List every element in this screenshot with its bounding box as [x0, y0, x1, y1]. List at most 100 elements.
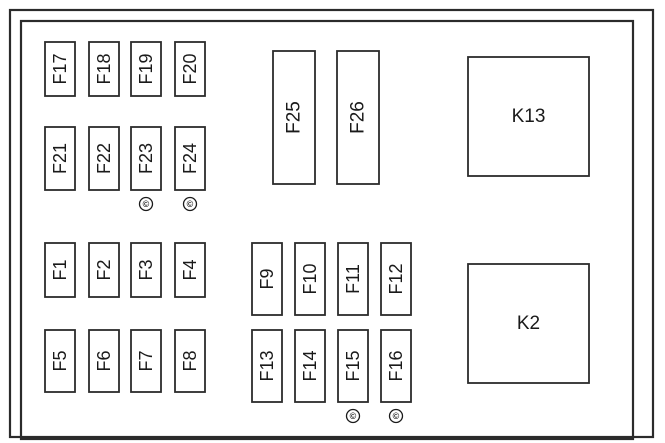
fuse-outline: [88, 329, 120, 393]
fuse-label: F16: [386, 350, 406, 381]
fuse-outline: [88, 126, 120, 191]
fuse-label: F2: [94, 259, 114, 280]
fuse-outline: [130, 126, 162, 191]
fuse-f17: F17: [44, 41, 76, 97]
fuse-label: F14: [300, 350, 320, 381]
fuse-outline: [336, 50, 380, 185]
marker-symbol: ©: [143, 199, 150, 209]
fuse-f16: F16 ©: [380, 329, 412, 424]
fuse-outline: [337, 242, 369, 316]
fuse-label: F1: [50, 259, 70, 280]
relay-label: K13: [512, 106, 546, 127]
fuse-label: F5: [50, 350, 70, 371]
marker-ring: [182, 196, 198, 212]
copyright-marker: ©: [138, 196, 154, 212]
fuse-f4: F4: [174, 242, 206, 298]
relay-outline: [467, 263, 590, 384]
fuse-f7: F7: [130, 329, 162, 393]
marker-symbol: ©: [187, 199, 194, 209]
fuse-outline: [380, 242, 412, 316]
fuse-f25: F25: [272, 50, 316, 185]
fuse-outline: [251, 242, 283, 316]
marker-ring: [138, 196, 154, 212]
fuse-outline: [174, 242, 206, 298]
relay-outline: [467, 56, 590, 177]
fuse-outline: [251, 329, 283, 403]
fuse-outline: [294, 242, 326, 316]
fuse-outline: [272, 50, 316, 185]
fuse-f3: F3: [130, 242, 162, 298]
marker-ring: [388, 408, 404, 424]
marker-symbol: ©: [350, 411, 357, 421]
fuse-f24: F24 ©: [174, 126, 206, 212]
fuse-label: F25: [284, 101, 305, 134]
fuse-f22: F22: [88, 126, 120, 191]
marker-symbol: ©: [393, 411, 400, 421]
fuse-outline: [88, 242, 120, 298]
fuse-outline: [380, 329, 412, 403]
relay-k2: K2: [467, 263, 590, 384]
fuse-outline: [88, 41, 120, 97]
fuse-f6: F6: [88, 329, 120, 393]
fuse-label: F7: [136, 350, 156, 371]
fuse-outline: [44, 41, 76, 97]
fuse-outline: [130, 242, 162, 298]
fuse-f14: F14: [294, 329, 326, 403]
fuse-box-outer-frame: [8, 8, 655, 439]
fuse-outline: [44, 126, 76, 191]
fuse-label: F13: [257, 350, 277, 381]
fuse-label: F19: [136, 53, 156, 84]
fuse-f13: F13: [251, 329, 283, 403]
fuse-label: F26: [348, 101, 369, 134]
fuse-f5: F5: [44, 329, 76, 393]
fuse-outline: [174, 41, 206, 97]
copyright-marker: ©: [345, 408, 361, 424]
fuse-f20: F20: [174, 41, 206, 97]
fuse-f10: F10: [294, 242, 326, 316]
fuse-label: F17: [50, 53, 70, 84]
fuse-outline: [44, 329, 76, 393]
fuse-f18: F18: [88, 41, 120, 97]
fuse-label: F20: [180, 53, 200, 84]
fuse-f9: F9: [251, 242, 283, 316]
fuse-label: F22: [94, 143, 114, 174]
fuse-label: F24: [180, 143, 200, 174]
fuse-label: F3: [136, 259, 156, 280]
fuse-label: F4: [180, 259, 200, 280]
fuse-outline: [174, 329, 206, 393]
fuse-label: F6: [94, 350, 114, 371]
fuse-f8: F8: [174, 329, 206, 393]
fuse-f1: F1: [44, 242, 76, 298]
fuse-outline: [337, 329, 369, 403]
fuse-label: F10: [300, 263, 320, 294]
fuse-f2: F2: [88, 242, 120, 298]
fuse-outline: [294, 329, 326, 403]
fuse-outline: [130, 329, 162, 393]
fuse-f11: F11: [337, 242, 369, 316]
relay-k13: K13: [467, 56, 590, 177]
fuse-outline: [44, 242, 76, 298]
fuse-label: F11: [343, 264, 363, 294]
fuse-outline: [174, 126, 206, 191]
fuse-label: F18: [94, 53, 114, 84]
marker-ring: [345, 408, 361, 424]
fuse-label: F21: [50, 143, 70, 174]
fuse-f12: F12: [380, 242, 412, 316]
fuse-label: F15: [343, 350, 363, 381]
fuse-f26: F26: [336, 50, 380, 185]
fuse-label: F12: [386, 263, 406, 294]
fuse-label: F23: [136, 143, 156, 174]
fuse-f15: F15 ©: [337, 329, 369, 424]
fuse-label: F9: [257, 268, 277, 289]
fuse-box-inner-frame: [19, 19, 635, 441]
fuse-f23: F23 ©: [130, 126, 162, 212]
fuse-f19: F19: [130, 41, 162, 97]
copyright-marker: ©: [388, 408, 404, 424]
relay-label: K2: [517, 313, 540, 334]
fuse-outline: [130, 41, 162, 97]
fuse-f21: F21: [44, 126, 76, 191]
fuse-label: F8: [180, 350, 200, 371]
